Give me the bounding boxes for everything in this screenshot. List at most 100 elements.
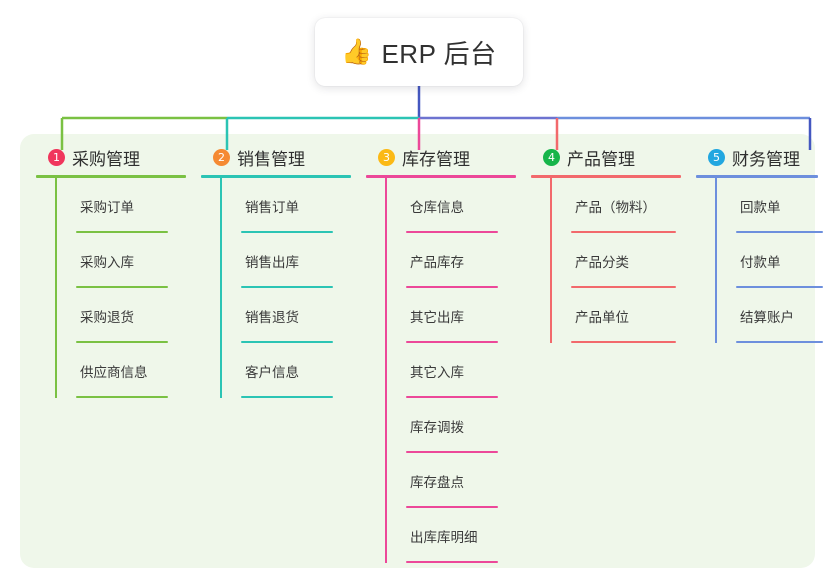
leaf-item-label: 客户信息	[245, 364, 299, 380]
leaf-item-label: 出库库明细	[410, 529, 478, 545]
column-underline	[366, 175, 516, 178]
leaf-underline	[736, 286, 823, 288]
column-number-badge: 2	[213, 148, 230, 166]
leaf-item[interactable]: 付款单	[736, 233, 823, 288]
leaf-item-label: 产品库存	[410, 254, 464, 270]
leaf-item-label: 产品单位	[575, 309, 629, 325]
leaf-underline	[736, 231, 823, 233]
leaf-item[interactable]: 其它出库	[406, 288, 516, 343]
column-underline	[201, 175, 351, 178]
leaf-item-label: 付款单	[740, 254, 781, 270]
column-1: 1 采购管理采购订单采购入库采购退货供应商信息	[36, 145, 186, 398]
column-4: 4 产品管理产品（物料） 产品分类产品单位	[531, 145, 681, 343]
leaf-item[interactable]: 产品库存	[406, 233, 516, 288]
column-number-badge: 5	[708, 148, 725, 166]
leaf-item-label: 产品分类	[575, 254, 629, 270]
leaf-list: 仓库信息产品库存其它出库其它入库库存调拨库存盘点出库库明细	[385, 178, 516, 563]
leaf-item[interactable]: 采购退货	[76, 288, 186, 343]
leaf-underline	[241, 286, 333, 288]
column-title: 库存管理	[402, 149, 470, 169]
leaf-underline	[406, 396, 498, 398]
leaf-spine	[55, 178, 57, 398]
leaf-item-label: 产品（物料）	[575, 199, 656, 215]
leaf-list: 销售订单销售出库销售退货客户信息	[220, 178, 351, 398]
leaf-underline	[571, 286, 676, 288]
leaf-item[interactable]: 库存调拨	[406, 398, 516, 453]
column-title: 销售管理	[237, 149, 305, 169]
leaf-underline	[76, 231, 168, 233]
leaf-underline	[571, 231, 676, 233]
leaf-underline	[241, 231, 333, 233]
leaf-underline	[571, 341, 676, 343]
column-title: 采购管理	[72, 149, 140, 169]
leaf-item[interactable]: 销售出库	[241, 233, 351, 288]
leaf-underline	[406, 286, 498, 288]
leaf-spine	[220, 178, 222, 398]
column-underline	[531, 175, 681, 178]
leaf-underline	[241, 341, 333, 343]
leaf-item-label: 仓库信息	[410, 199, 464, 215]
thumbs-up-icon: 👍	[341, 37, 373, 66]
leaf-underline	[406, 561, 498, 563]
column-number-badge: 1	[48, 148, 65, 166]
leaf-item-label: 供应商信息	[80, 364, 148, 380]
leaf-list: 产品（物料） 产品分类产品单位	[550, 178, 681, 343]
leaf-item[interactable]: 回款单	[736, 178, 823, 233]
leaf-item[interactable]: 出库库明细	[406, 508, 516, 563]
column-title: 产品管理	[567, 149, 635, 169]
leaf-item[interactable]: 供应商信息	[76, 343, 186, 398]
leaf-item-label: 回款单	[740, 199, 781, 215]
root-node[interactable]: 👍 ERP 后台	[315, 18, 523, 86]
column-3: 3 库存管理仓库信息产品库存其它出库其它入库库存调拨库存盘点出库库明细	[366, 145, 516, 563]
leaf-spine	[385, 178, 387, 563]
leaf-underline	[406, 341, 498, 343]
column-header-5[interactable]: 5 财务管理	[696, 145, 818, 169]
leaf-underline	[76, 396, 168, 398]
leaf-spine	[550, 178, 552, 343]
leaf-item[interactable]: 其它入库	[406, 343, 516, 398]
leaf-item-label: 库存盘点	[410, 474, 464, 490]
column-number-badge: 3	[378, 148, 395, 166]
leaf-spine	[715, 178, 717, 343]
leaf-item-label: 库存调拨	[410, 419, 464, 435]
column-header-4[interactable]: 4 产品管理	[531, 145, 681, 169]
leaf-item[interactable]: 销售订单	[241, 178, 351, 233]
leaf-underline	[406, 506, 498, 508]
column-2: 2 销售管理销售订单销售出库销售退货客户信息	[201, 145, 351, 398]
leaf-list: 回款单付款单结算账户	[715, 178, 823, 343]
leaf-item[interactable]: 结算账户	[736, 288, 823, 343]
leaf-item-label: 销售订单	[245, 199, 299, 215]
leaf-item[interactable]: 仓库信息	[406, 178, 516, 233]
leaf-item-label: 采购退货	[80, 309, 134, 325]
leaf-item[interactable]: 销售退货	[241, 288, 351, 343]
column-header-2[interactable]: 2 销售管理	[201, 145, 351, 169]
column-header-3[interactable]: 3 库存管理	[366, 145, 516, 169]
leaf-underline	[241, 396, 333, 398]
leaf-item[interactable]: 库存盘点	[406, 453, 516, 508]
leaf-item-label: 销售退货	[245, 309, 299, 325]
leaf-item[interactable]: 客户信息	[241, 343, 351, 398]
column-number-badge: 4	[543, 148, 560, 166]
leaf-item-label: 采购入库	[80, 254, 134, 270]
leaf-item[interactable]: 产品单位	[571, 288, 681, 343]
background-panel	[20, 134, 815, 568]
leaf-underline	[76, 286, 168, 288]
leaf-item-label: 结算账户	[740, 309, 794, 325]
leaf-underline	[406, 451, 498, 453]
column-header-1[interactable]: 1 采购管理	[36, 145, 186, 169]
leaf-item-label: 其它入库	[410, 364, 464, 380]
column-5: 5 财务管理回款单付款单结算账户	[696, 145, 823, 343]
column-title: 财务管理	[732, 149, 800, 169]
leaf-item-label: 销售出库	[245, 254, 299, 270]
root-title: ERP 后台	[381, 38, 497, 69]
column-underline	[696, 175, 818, 178]
leaf-item[interactable]: 产品（物料）	[571, 178, 681, 233]
leaf-item[interactable]: 采购订单	[76, 178, 186, 233]
column-underline	[36, 175, 186, 178]
leaf-underline	[736, 341, 823, 343]
leaf-item[interactable]: 采购入库	[76, 233, 186, 288]
leaf-underline	[406, 231, 498, 233]
leaf-item[interactable]: 产品分类	[571, 233, 681, 288]
leaf-item-label: 采购订单	[80, 199, 134, 215]
